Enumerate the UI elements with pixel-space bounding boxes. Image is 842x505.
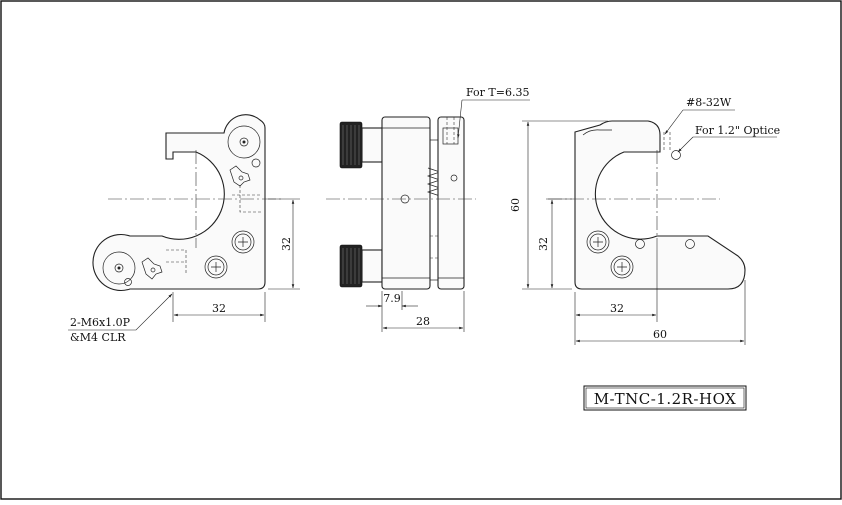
side-note-thickness: For T=6.35 bbox=[466, 86, 529, 99]
front-dim-height: 32 bbox=[280, 237, 293, 251]
front-upper-wing-screw-icon bbox=[229, 165, 251, 187]
side-dim-depth: 28 bbox=[416, 315, 430, 328]
rear-dim-height-center: 32 bbox=[537, 237, 550, 251]
front-dim-width: 32 bbox=[212, 302, 226, 315]
rear-dim-height-total: 60 bbox=[509, 198, 522, 212]
rear-phillips-screw-icon bbox=[586, 230, 610, 254]
side-view: For T=6.35 7.9 28 bbox=[326, 86, 530, 332]
side-front-plate bbox=[437, 116, 465, 290]
front-lower-wing-screw-icon bbox=[141, 257, 163, 280]
rear-view-body bbox=[574, 120, 746, 290]
rear-dim-width-center: 32 bbox=[610, 302, 624, 315]
rear-phillips-screw-icon bbox=[610, 255, 634, 279]
front-note-line1: 2-M6x1.0P bbox=[70, 316, 131, 329]
front-phillips-screw-icon bbox=[231, 230, 255, 254]
rear-dim-width-total: 60 bbox=[653, 328, 667, 341]
front-view: 32 32 2-M6x1.0P &M4 CLR bbox=[68, 114, 300, 344]
side-dim-offset: 7.9 bbox=[383, 292, 401, 305]
rear-note-optic: For 1.2" Optice bbox=[695, 124, 780, 137]
front-upper-knob-icon bbox=[227, 125, 261, 168]
rear-view: #8-32W For 1.2" Optice 60 32 32 60 bbox=[509, 96, 780, 345]
front-note-line2: &M4 CLR bbox=[70, 331, 126, 344]
rear-note-thread: #8-32W bbox=[686, 96, 732, 109]
front-lower-knob-icon bbox=[102, 251, 136, 286]
front-phillips-screw-icon bbox=[204, 255, 228, 279]
front-view-body bbox=[92, 114, 266, 292]
model-number-box: M-TNC-1.2R-HOX bbox=[583, 385, 747, 411]
model-number-text: M-TNC-1.2R-HOX bbox=[594, 390, 737, 408]
